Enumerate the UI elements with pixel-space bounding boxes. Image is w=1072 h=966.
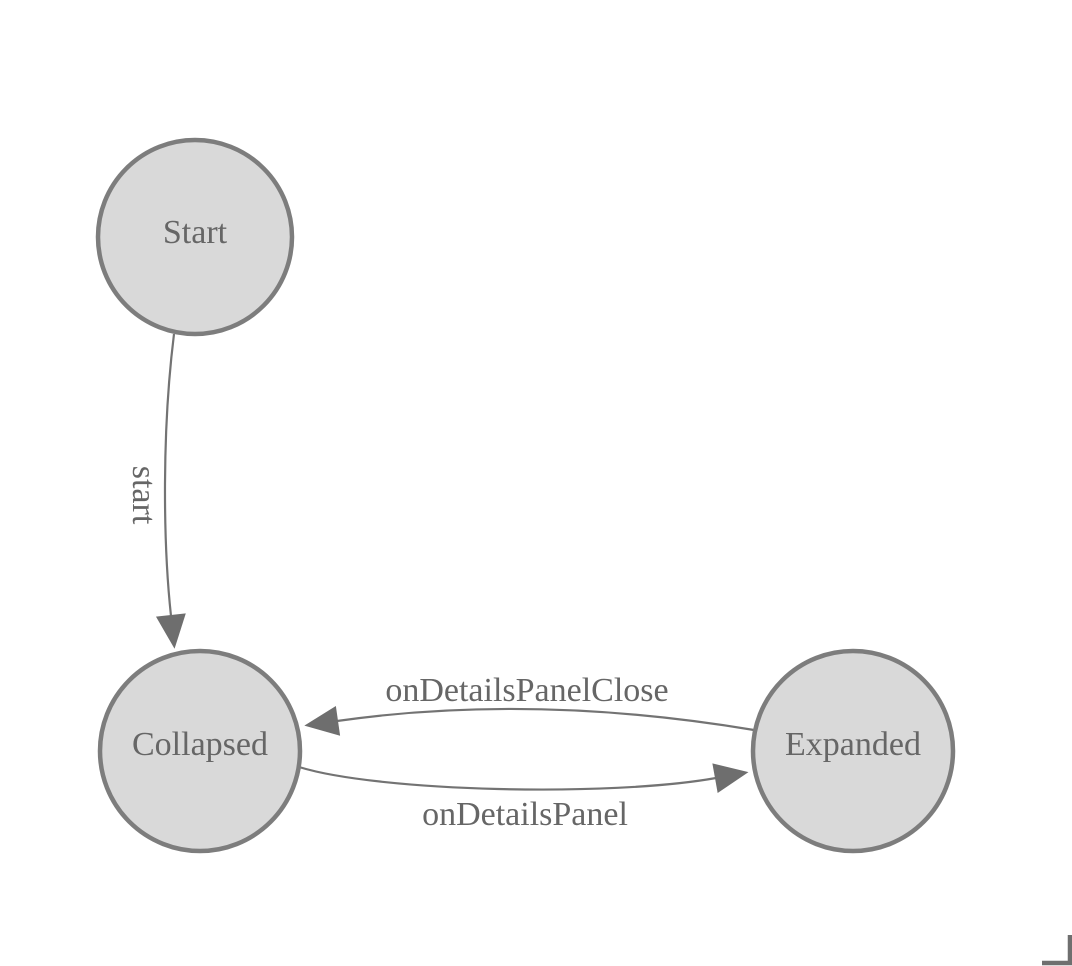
edge-expanded-to-collapsed: onDetailsPanelClose: [304, 672, 755, 736]
canvas-corner-mark: [1042, 935, 1072, 966]
edge-collapsed-to-expanded-path: [298, 763, 749, 793]
edge-label-start: start: [125, 466, 162, 525]
edge-collapsed-to-expanded: onDetailsPanel: [298, 763, 749, 833]
state-node-collapsed-label: Collapsed: [132, 726, 268, 763]
state-node-start[interactable]: Start: [95, 137, 295, 337]
state-node-expanded[interactable]: Expanded: [750, 648, 956, 854]
state-node-collapsed-circle: [97, 648, 303, 854]
edge-start-to-collapsed: start: [125, 333, 186, 649]
edge-start-to-collapsed-path: [155, 333, 186, 649]
state-node-expanded-label: Expanded: [785, 726, 921, 763]
edge-label-ondetailspanel: onDetailsPanel: [422, 796, 628, 833]
state-node-start-circle: [95, 137, 295, 337]
edge-expanded-to-collapsed-path: [304, 706, 755, 736]
edge-label-ondetailspanelclose: onDetailsPanelClose: [385, 672, 668, 709]
state-node-start-label: Start: [163, 214, 228, 251]
state-node-expanded-circle: [750, 648, 956, 854]
state-node-collapsed[interactable]: Collapsed: [97, 648, 303, 854]
